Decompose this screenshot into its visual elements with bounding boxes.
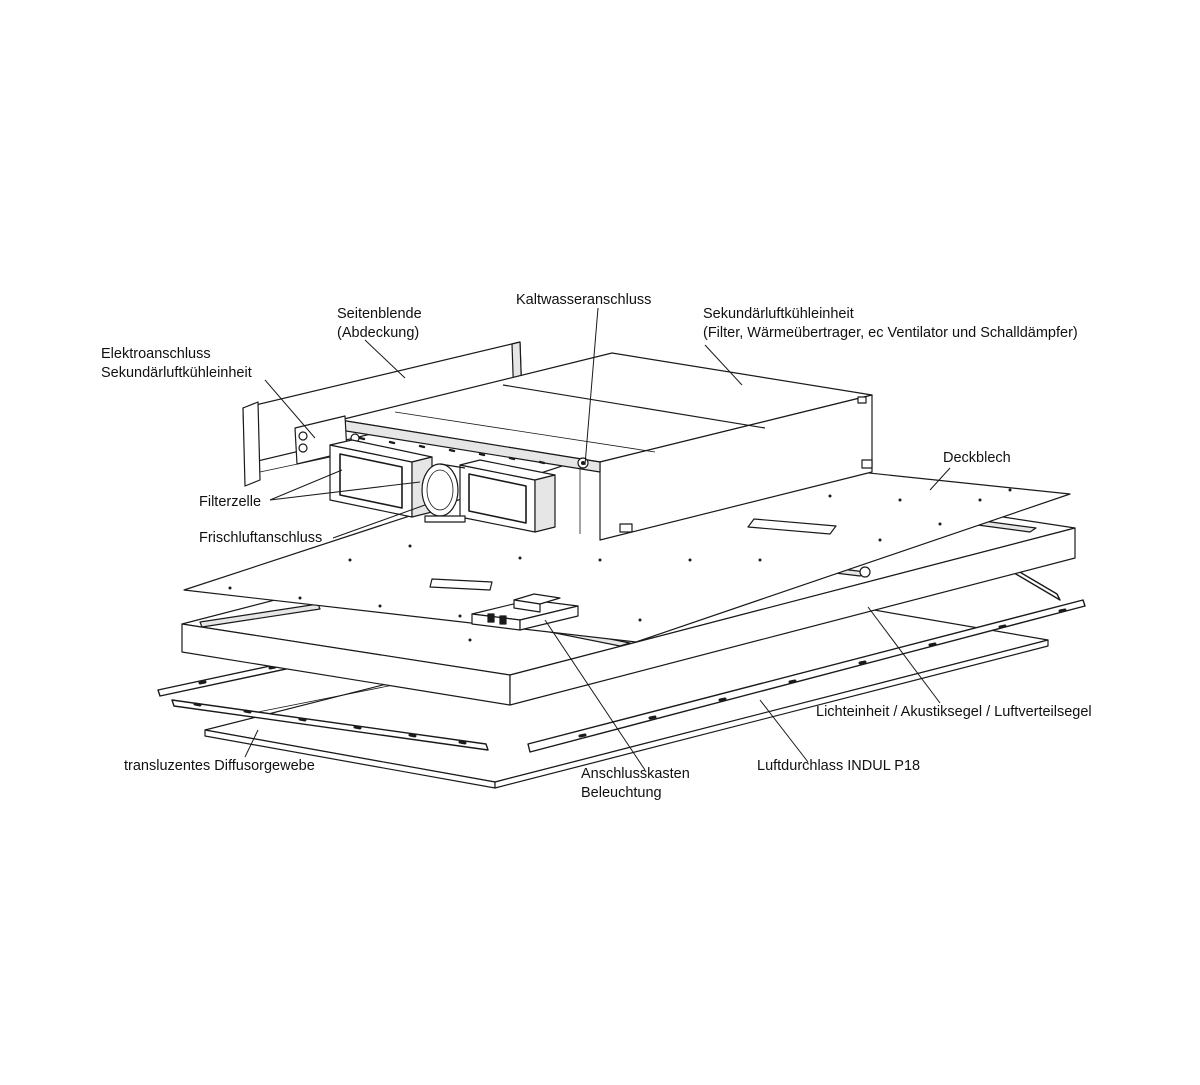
label-filterzelle-line-1: Filterzelle [199,494,262,510]
label-frischluftanschluss-line-1: Frischluftanschluss [199,530,323,546]
label-sekundaerluftkuehleinheit-line-1: Sekundärluftkühleinheit [703,306,854,322]
label-luftdurchlass: Luftdurchlass INDUL P18 [757,757,920,776]
label-lichteinheit: Lichteinheit / Akustiksegel / Luftvertei… [816,703,1092,722]
label-deckblech-line-1: Deckblech [943,450,1011,466]
label-kaltwasseranschluss: Kaltwasseranschluss [516,291,651,310]
lighting-junction-box [471,593,579,631]
cooling-unit [339,352,873,541]
filter-cell-right [459,459,556,533]
label-anschlusskasten-line-1: Anschlusskasten [581,766,690,782]
label-diffusorgewebe-line-1: transluzentes Diffusorgewebe [124,758,315,774]
label-luftdurchlass-line-1: Luftdurchlass INDUL P18 [757,758,921,774]
label-seitenblende-line-1: Seitenblende [337,306,422,322]
label-anschlusskasten: Anschlusskasten Beleuchtung [581,765,690,803]
label-elektroanschluss: Elektroanschluss Sekundärluftkühleinheit [101,345,252,383]
fresh-air-duct [421,463,466,523]
label-elektroanschluss-line-2: Sekundärluftkühleinheit [101,365,252,381]
label-deckblech: Deckblech [943,449,1011,468]
label-frischluftanschluss: Frischluftanschluss [199,529,322,548]
label-sekundaerluftkuehleinheit: Sekundärluftkühleinheit (Filter, Wärmeüb… [703,305,1078,343]
label-sekundaerluftkuehleinheit-line-2: (Filter, Wärmeübertrager, ec Ventilator … [703,325,1078,341]
label-lichteinheit-line-1: Lichteinheit / Akustiksegel / Luftvertei… [816,704,1092,720]
leader-lines [244,307,951,771]
label-anschlusskasten-line-2: Beleuchtung [581,785,662,801]
label-filterzelle: Filterzelle [199,493,261,512]
filter-cell-left [329,439,433,518]
label-seitenblende: Seitenblende (Abdeckung) [337,305,422,343]
label-seitenblende-line-2: (Abdeckung) [337,325,420,341]
label-kaltwasseranschluss-line-1: Kaltwasseranschluss [516,292,652,308]
label-elektroanschluss-line-1: Elektroanschluss [101,346,211,362]
label-diffusorgewebe: transluzentes Diffusorgewebe [124,757,315,776]
